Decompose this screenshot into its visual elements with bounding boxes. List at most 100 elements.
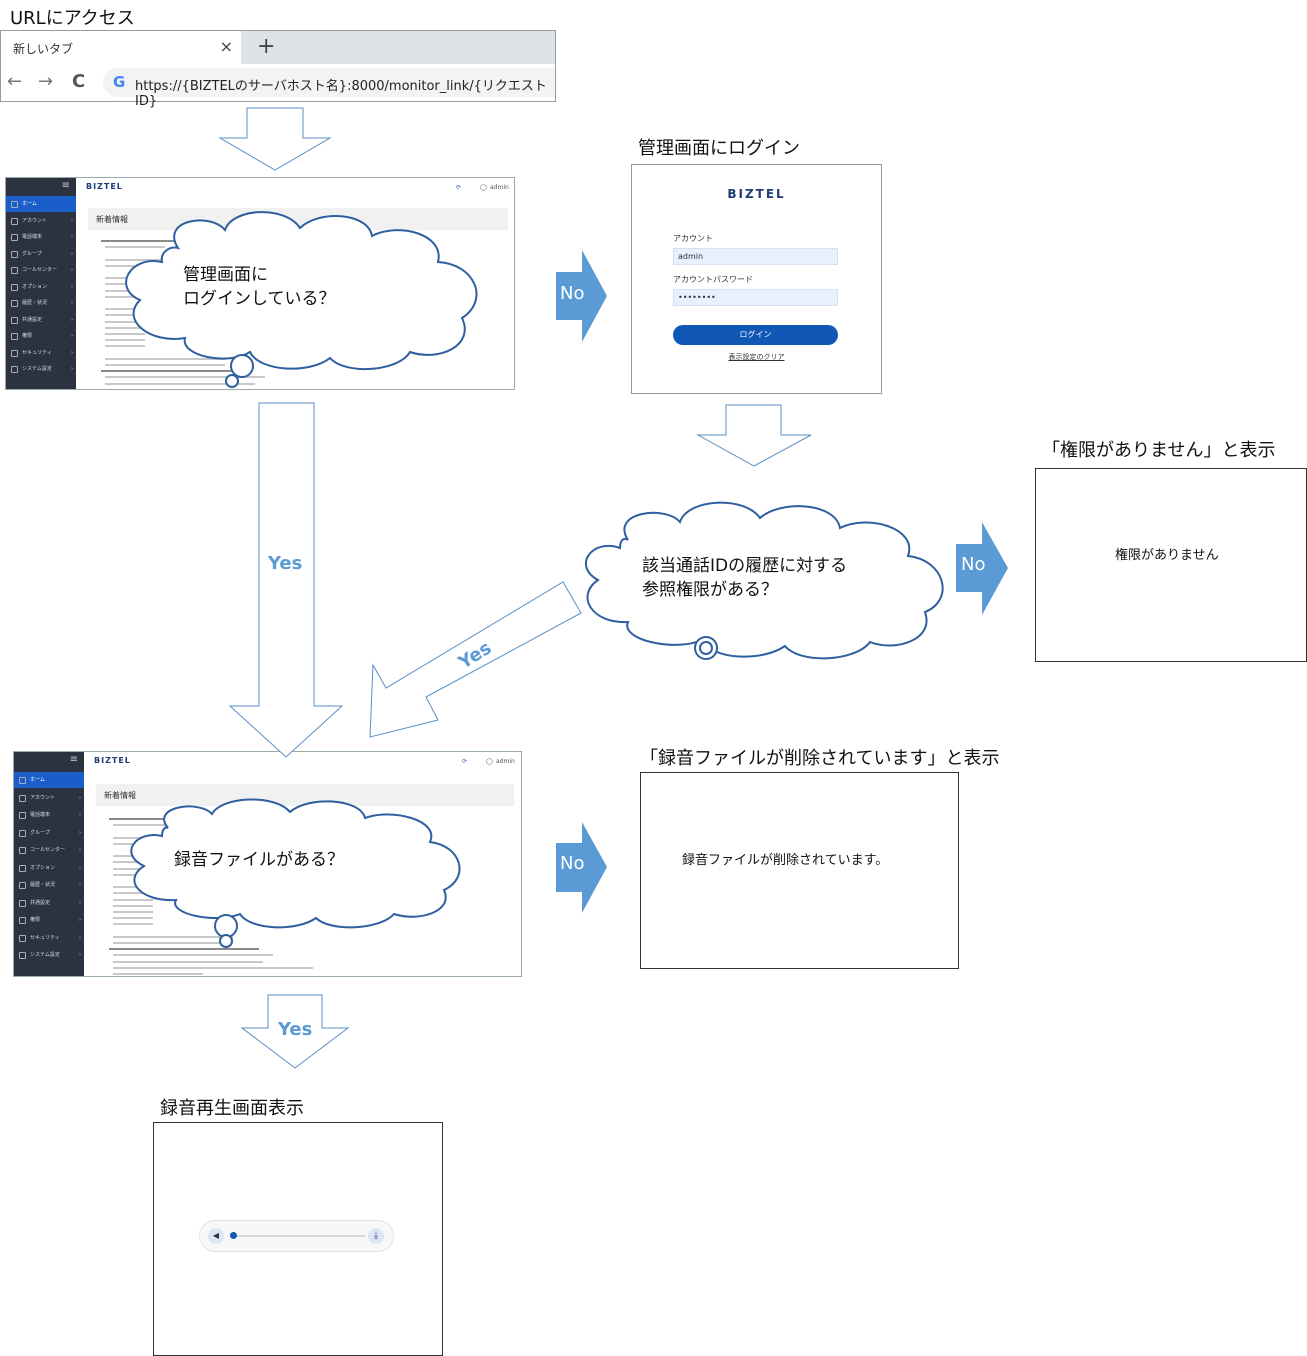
sidebar-item-label: ホーム (30, 777, 45, 783)
refresh-icon[interactable]: ⟳ (456, 184, 462, 191)
close-tab-icon[interactable]: × (219, 37, 233, 56)
admin-user-2[interactable]: admin (496, 758, 515, 765)
text-line (105, 289, 145, 292)
forward-icon[interactable]: → (38, 71, 54, 92)
sidebar-item-label: 権限 (22, 333, 33, 339)
seek-knob[interactable] (230, 1232, 237, 1239)
text-line (105, 357, 225, 360)
sidebar-item[interactable]: ホーム (14, 772, 84, 788)
sidebar-item[interactable]: 権限› (14, 912, 84, 928)
sidebar-item[interactable]: アカウント › (6, 213, 76, 229)
back-icon[interactable]: ← (7, 71, 23, 92)
sidebar-item-icon (11, 217, 18, 225)
sidebar-item[interactable]: 電話端末› (14, 807, 84, 823)
text-line (105, 246, 165, 249)
sidebar-item-icon (19, 794, 26, 802)
hamburger-icon-2[interactable]: ≡ (69, 754, 78, 765)
text-line (113, 966, 313, 969)
sidebar-item-label: グループ (22, 250, 42, 257)
thought-cloud-has-file (130, 798, 461, 948)
admin-brand-2: BIZTEL (94, 756, 131, 765)
chevron-right-icon: › (79, 847, 81, 853)
chevron-right-icon: › (79, 829, 81, 836)
user-icon[interactable]: ◯ (480, 184, 487, 191)
sidebar-item-icon (11, 234, 18, 241)
clear-display-settings-link[interactable]: 表示設定のクリア (728, 353, 785, 361)
file-deleted-box: 録音ファイルが削除されています。 (640, 772, 959, 969)
sidebar-item[interactable]: 電話端末› (6, 229, 76, 245)
sidebar-item[interactable]: セキュリティ › (6, 345, 76, 361)
browser-tab[interactable]: 新しいタブ × (1, 31, 241, 64)
chevron-right-icon: › (71, 349, 73, 356)
text-line (105, 382, 255, 385)
chevron-right-icon: › (71, 283, 73, 290)
chevron-right-icon: › (71, 217, 73, 224)
sidebar-item[interactable]: 履歴・状況› (14, 877, 84, 893)
chevron-right-icon: › (79, 794, 81, 801)
sidebar-item[interactable]: コールセンター› (14, 842, 84, 858)
sidebar-item-label: ホーム (22, 201, 37, 207)
arrow-down-yes-small (240, 994, 350, 1069)
sidebar-item[interactable]: グループ › (14, 825, 84, 841)
chevron-right-icon: › (71, 250, 73, 257)
chevron-right-icon: › (79, 917, 81, 923)
address-bar[interactable]: G https://{BIZTELのサーバホスト名}:8000/monitor_… (103, 68, 555, 109)
no-label-2: No (961, 554, 986, 575)
sidebar-item[interactable]: 共通設定› (6, 312, 76, 328)
sidebar-item[interactable]: ホーム (6, 196, 76, 212)
hamburger-icon[interactable]: ≡ (61, 180, 70, 191)
refresh-icon-2[interactable]: ⟳ (462, 758, 468, 765)
sidebar-item[interactable]: 共通設定› (14, 895, 84, 911)
text-line (101, 370, 251, 373)
sidebar-item-label: グループ (30, 829, 50, 836)
admin-brand: BIZTEL (86, 182, 123, 191)
text-line (113, 923, 153, 926)
text-line (105, 277, 145, 280)
google-icon: G (113, 73, 126, 91)
sidebar-item-label: オプション (22, 283, 48, 290)
sidebar-item[interactable]: アカウント› (14, 790, 84, 806)
text-line (105, 295, 145, 298)
text-line (105, 376, 265, 379)
seek-track[interactable] (237, 1235, 365, 1237)
sidebar-item-label: セキュリティ (22, 349, 52, 356)
admin-sidebar-2: ≡ ホームアカウント›電話端末›グループ›コールセンター›オプション›履歴・状況… (14, 752, 84, 976)
sidebar-item[interactable]: グループ › (6, 246, 76, 262)
no-label-1: No (560, 283, 585, 304)
account-input[interactable]: admin (673, 248, 838, 265)
sidebar-item[interactable]: 権限› (6, 328, 76, 344)
text-line (113, 886, 153, 889)
text-line (113, 954, 273, 957)
thought-permission-line2: 参照権限がある？ (642, 580, 778, 600)
arrow-down-1 (218, 107, 332, 171)
login-button[interactable]: ログイン (673, 325, 838, 345)
sidebar-item-icon (19, 917, 26, 924)
sidebar-item[interactable]: オプション › (6, 279, 76, 295)
chevron-right-icon: › (79, 882, 81, 888)
sidebar-item-label: コールセンター (22, 267, 58, 273)
sidebar-item-label: アカウント (22, 217, 48, 224)
admin-user[interactable]: admin (490, 184, 509, 191)
sidebar-item[interactable]: セキュリティ› (14, 930, 84, 946)
text-line (113, 917, 153, 920)
account-label: アカウント (673, 234, 713, 243)
user-icon-2[interactable]: ◯ (486, 758, 493, 765)
text-line (105, 326, 145, 329)
reload-icon[interactable]: C (72, 71, 86, 92)
sidebar-item[interactable]: 履歴・状況› (6, 295, 76, 311)
browser-window: 新しいタブ × + ← → C G https://{BIZTELのサーバホスト… (0, 30, 556, 109)
thought-logged-in-line1: 管理画面に (183, 265, 268, 285)
sidebar-item[interactable]: オプション› (14, 860, 84, 876)
text-line (113, 873, 153, 876)
sidebar-item[interactable]: システム設定› (6, 361, 76, 377)
text-line (105, 283, 145, 286)
arrow-diagonal-yes (369, 581, 582, 738)
sidebar-item[interactable]: コールセンター› (6, 262, 76, 278)
password-input[interactable]: •••••••• (673, 289, 838, 306)
new-tab-icon[interactable]: + (257, 34, 276, 59)
volume-icon[interactable]: ◀ (208, 1228, 224, 1244)
download-icon[interactable]: ⤓ (368, 1228, 384, 1244)
sidebar-item[interactable]: システム設定› (14, 947, 84, 963)
sidebar-item-label: 共通設定 (22, 316, 43, 323)
login-screen-label: 管理画面にログイン (638, 138, 800, 159)
